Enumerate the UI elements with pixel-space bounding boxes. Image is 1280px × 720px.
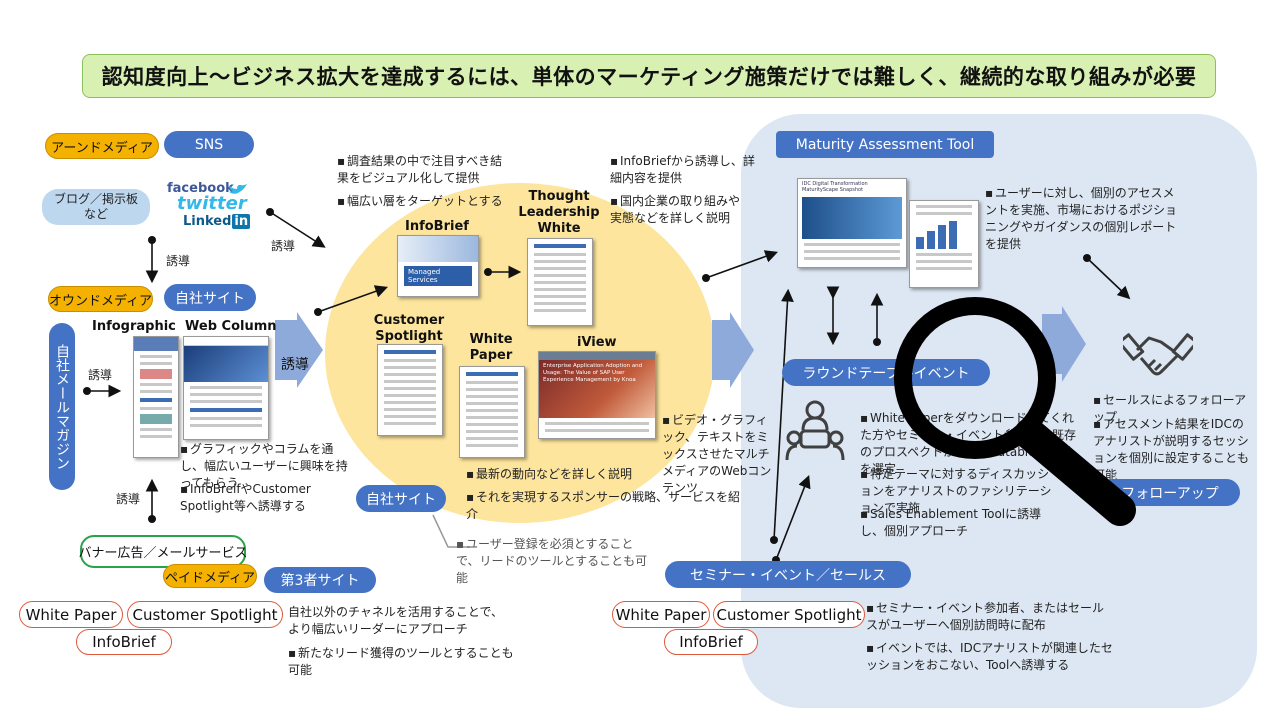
- facebook-logo: facebook: [167, 181, 234, 196]
- customer-spotlight-thumbnail[interactable]: [377, 344, 443, 436]
- tag-customer-spotlight[interactable]: Customer Spotlight: [127, 601, 283, 628]
- headline-banner: 認知度向上～ビジネス拡大を達成するには、単体のマーケティング施策だけでは難しく、…: [82, 54, 1216, 98]
- infobrief-thumbnail[interactable]: Managed Services: [397, 235, 479, 297]
- blog-label: ブログ／掲示板 など: [42, 189, 150, 225]
- roundtable-label: ラウンドテーブルイベント: [782, 359, 990, 386]
- induce-label: 誘導: [166, 254, 191, 268]
- paid-media-label: ペイドメディア: [163, 564, 257, 588]
- own-site-label: 自社サイト: [164, 284, 256, 311]
- note-video: ▪ビデオ・グラフィック、テキストをミックスさせたマルチメディアのWebコンテンツ: [662, 413, 772, 495]
- note-infobrief-lead: ▪InfoBriefから誘導し、詳細内容を提供: [610, 154, 755, 185]
- mail-magazine-label: 自社メールマガジン: [49, 323, 75, 490]
- note-new-lead: ▪新たなリード獲得のツールとすることも可能: [288, 646, 514, 677]
- maturity-chart-thumbnail[interactable]: [909, 200, 979, 288]
- note-idc-session: ▪アセスメント結果をIDCのアナリストが説明するセッションを個別に設定することも…: [1093, 417, 1250, 482]
- note-graphic: ▪グラフィックやコラムを通し、幅広いユーザーに興味を持ってもらう: [180, 442, 348, 490]
- infographic-thumbnail[interactable]: [133, 336, 179, 458]
- banner-ad-label: バナー広告／メールサービス: [79, 535, 248, 568]
- maturity-tool-label: Maturity Assessment Tool: [776, 131, 994, 158]
- note-assessment: ▪ユーザーに対し、個別のアセスメントを実施、市場におけるポジショニングやガイダン…: [985, 186, 1178, 251]
- note-survey: ▪調査結果の中で注目すべき結果をビジュアル化して提供: [337, 154, 503, 185]
- webcolumn-title: Web Column: [185, 319, 277, 334]
- iview-title: iView: [577, 335, 617, 350]
- tag-infobrief[interactable]: InfoBrief: [76, 629, 172, 655]
- own-site-label: 自社サイト: [356, 485, 446, 512]
- third-party-site-label: 第3者サイト: [264, 567, 376, 593]
- induce-label: 誘導: [88, 368, 113, 382]
- chevron-arrow-icon: [712, 312, 754, 388]
- tag-infobrief[interactable]: InfoBrief: [664, 629, 758, 655]
- note-sponsor: ▪それを実現するスポンサーの戦略、サービスを紹介: [466, 490, 741, 521]
- roundtable-meeting-icon: [785, 400, 845, 461]
- note-seminar-session: ▪イベントでは、IDCアナリストが関連したセッションをおこない、Toolへ誘導す…: [866, 641, 1113, 672]
- tag-customer-spotlight[interactable]: Customer Spotlight: [713, 601, 865, 628]
- note-sales-followup: ▪セールスによるフォローアップ: [1093, 393, 1247, 424]
- twitter-logo: twitter: [177, 193, 247, 214]
- iview-thumbnail[interactable]: Enterprise Application Adoption and Usag…: [538, 351, 656, 439]
- whitepaper-title: White Paper: [469, 332, 513, 363]
- infobrief-title: InfoBrief: [405, 219, 469, 234]
- seminar-label: セミナー・イベント／セールス: [665, 561, 911, 588]
- webcolumn-thumbnail[interactable]: [183, 336, 269, 440]
- twitter-bird-icon: [229, 184, 247, 194]
- tag-whitepaper[interactable]: White Paper: [612, 601, 710, 628]
- induce-label: 誘導: [116, 492, 141, 506]
- note-sales-enablement: ▪Sales Enablement Toolに誘導し、個別アプローチ: [860, 507, 1042, 538]
- note-domestic: ▪国内企業の取り組みや実態などを詳しく説明: [610, 194, 741, 225]
- sns-label: SNS: [164, 131, 254, 158]
- earned-media-label: アーンドメディア: [45, 133, 159, 159]
- note-register: ▪ユーザー登録を必須とすることで、リードのツールとすることも可能: [456, 537, 648, 585]
- chevron-arrow-icon: [275, 312, 323, 388]
- infographic-title: Infographic: [92, 319, 176, 334]
- magnifier-icon: [894, 297, 1136, 526]
- note-target: ▪幅広い層をターゲットとする: [337, 194, 503, 208]
- induce-arrow-label: 誘導: [281, 357, 309, 373]
- handshake-icon: [1123, 333, 1193, 376]
- tag-whitepaper[interactable]: White Paper: [19, 601, 123, 628]
- thought-leadership-thumbnail[interactable]: [527, 238, 593, 326]
- note-roundtable-discussion: ▪特定テーマに対するディスカッションをアナリストのファシリテーションで実施: [860, 467, 1052, 515]
- note-latest: ▪最新の動向などを詳しく説明: [466, 467, 633, 481]
- note-channel: 自社以外のチャネルを活用することで、より幅広いリーダーにアプローチ: [288, 605, 504, 636]
- owned-media-label: オウンドメディア: [48, 286, 153, 312]
- note-infobrief-induce: ▪InfoBreifやCustomer Spotlight等へ誘導する: [180, 482, 311, 513]
- note-seminar-distribution: ▪セミナー・イベント参加者、またはセールスがユーザーへ個別訪問時に配布: [866, 601, 1105, 632]
- whitepaper-thumbnail[interactable]: [459, 366, 525, 458]
- customer-spotlight-title: Customer Spotlight: [373, 313, 445, 344]
- maturity-report-thumbnail[interactable]: IDC Digital Transformation MaturityScape…: [797, 178, 907, 268]
- induce-label: 誘導: [271, 239, 296, 253]
